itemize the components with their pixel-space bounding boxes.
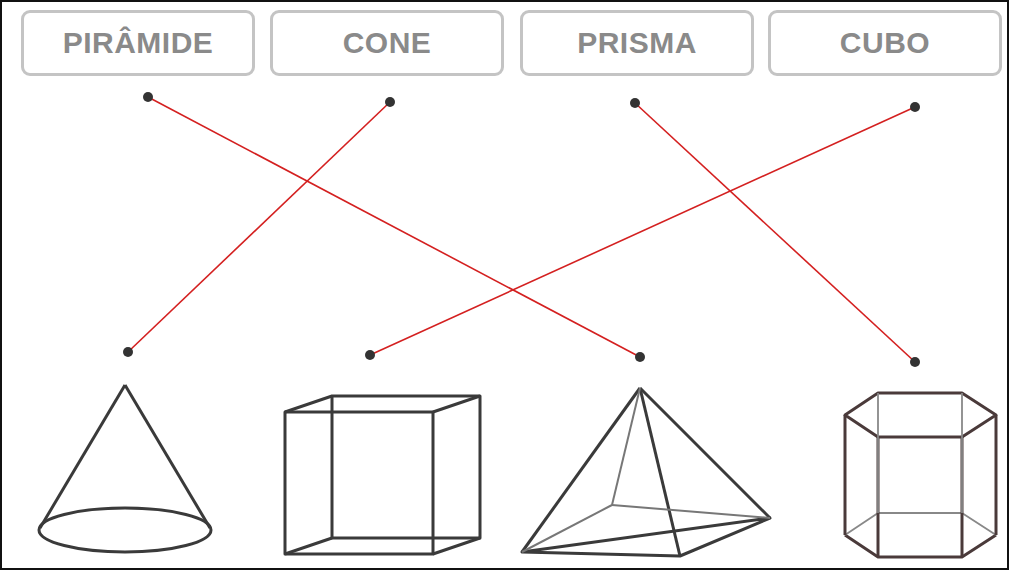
cone-figure — [39, 385, 211, 552]
label-box: PRISMA — [520, 10, 754, 76]
cube-figure — [285, 396, 480, 554]
dots — [123, 92, 920, 367]
shape-name: PRISMA — [577, 26, 697, 60]
pyramid-figure — [522, 388, 770, 556]
label-box: PIRÂMIDE — [21, 10, 255, 76]
prism-figure — [845, 393, 996, 557]
dot — [365, 350, 375, 360]
dot — [123, 347, 133, 357]
dot — [143, 92, 153, 102]
shape-name: PIRÂMIDE — [63, 26, 214, 60]
dot — [910, 102, 920, 112]
label-box: CUBO — [768, 10, 1002, 76]
match-lines — [128, 97, 915, 362]
dot — [385, 97, 395, 107]
match-line — [370, 107, 915, 355]
label-box: CONE — [270, 10, 504, 76]
dot — [910, 357, 920, 367]
dot — [630, 98, 640, 108]
shape-name: CUBO — [840, 26, 930, 60]
match-line — [635, 103, 915, 362]
shape-name: CONE — [343, 26, 432, 60]
dot — [635, 352, 645, 362]
match-line — [128, 102, 390, 352]
match-line — [148, 97, 640, 357]
